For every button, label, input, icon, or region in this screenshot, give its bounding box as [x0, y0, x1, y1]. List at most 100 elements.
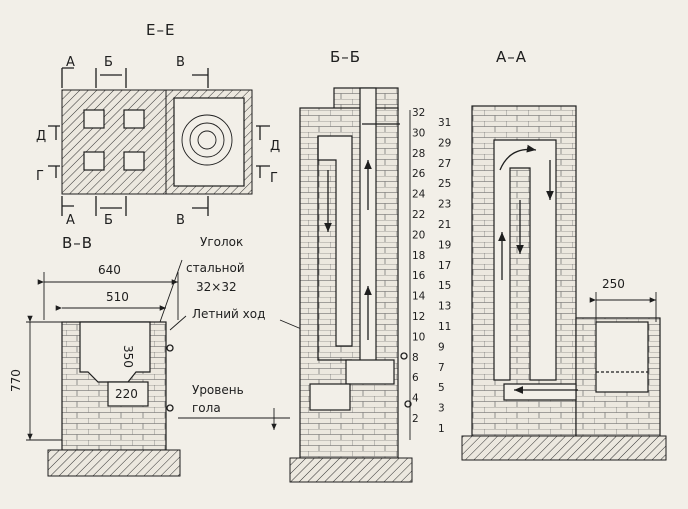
- note-angle-2: стальной: [186, 261, 245, 275]
- course-number-left: 24: [412, 189, 426, 201]
- section-aa: А–А 250: [461, 48, 667, 461]
- course-number-right: 13: [438, 301, 451, 313]
- section-bb: Б–Б 323028262422201816141210864231292725…: [289, 48, 451, 483]
- course-number-right: 19: [438, 239, 451, 251]
- section-aa-title: А–А: [496, 48, 527, 66]
- bb-ash-void: [309, 383, 351, 411]
- dim-total-width: 640: [98, 263, 121, 277]
- aa-channels: [493, 139, 557, 381]
- course-number-right: 7: [438, 362, 445, 374]
- course-number-left: 4: [412, 393, 419, 405]
- dim-ash-width: 220: [115, 387, 138, 401]
- plan-chimney-block: [61, 89, 167, 195]
- cut-label-a: А: [66, 213, 75, 228]
- course-number-right: 15: [438, 280, 451, 292]
- door-knob: [166, 344, 174, 352]
- cut-mark-g-right: [256, 165, 270, 178]
- cut-mark-d-right: [256, 125, 270, 140]
- leader-angle: [159, 259, 183, 323]
- cut-mark-d-left: [48, 125, 60, 140]
- cut-mark-a-top: [61, 67, 74, 88]
- cut-mark-b-top: [95, 68, 127, 88]
- section-vv: В–В 640 510 220 350 770: [9, 234, 181, 477]
- cut-label-a: А: [66, 55, 75, 70]
- course-number-right: 17: [438, 260, 451, 272]
- course-number-right: 23: [438, 199, 451, 211]
- door-knob: [404, 400, 412, 408]
- course-number-right: 21: [438, 219, 451, 231]
- dim-inner-width: 510: [106, 290, 129, 304]
- dim-firebox-height: 350: [121, 345, 135, 368]
- course-number-left: 6: [412, 372, 419, 384]
- cut-label-g: Г: [270, 171, 278, 186]
- plan-channel: [123, 151, 145, 171]
- ash-pit-void: [107, 381, 149, 407]
- course-number-right: 25: [438, 178, 451, 190]
- cut-label-g: Г: [36, 169, 44, 184]
- course-number-left: 30: [412, 127, 425, 139]
- course-number-left: 2: [412, 413, 419, 425]
- course-number-right: 27: [438, 158, 451, 170]
- plan-channel: [123, 109, 145, 129]
- note-angle-1: Уголок: [200, 235, 243, 249]
- burner-ring-inner: [197, 130, 217, 150]
- course-number-right: 29: [438, 137, 451, 149]
- cut-label-b: Б: [104, 55, 113, 70]
- plan-cooktop-plate: [173, 97, 245, 187]
- course-number-right: 3: [438, 403, 445, 415]
- plan-title: Е–Е: [146, 21, 175, 39]
- aa-flow-top: [499, 144, 537, 171]
- door-knob: [166, 404, 174, 412]
- cut-label-v: В: [176, 55, 185, 70]
- course-number-left: 20: [412, 229, 425, 241]
- cut-label-d: Д: [36, 129, 46, 144]
- burner-ring-outer: [181, 114, 233, 166]
- note-summer-flue: Летний ход: [192, 307, 265, 321]
- cut-mark-b-bottom: [95, 196, 127, 216]
- bb-summer-flue: [345, 359, 395, 385]
- door-knob: [400, 352, 408, 360]
- course-number-left: 26: [412, 168, 426, 180]
- dim-height-ext: [26, 321, 62, 441]
- aa-bottom-flue: [503, 383, 577, 401]
- course-number-left: 8: [412, 352, 419, 364]
- plan-view: Е–Е А Б В А Б В Д Г Д Г: [36, 21, 280, 228]
- course-number-right: 31: [438, 117, 451, 129]
- course-number-left: 14: [412, 291, 426, 303]
- course-number-right: 5: [438, 382, 445, 394]
- plan-channel: [83, 109, 105, 129]
- aa-oven-void: [595, 321, 649, 393]
- section-bb-title: Б–Б: [330, 48, 361, 66]
- section-vv-title: В–В: [62, 234, 93, 252]
- cut-mark-v-bottom: [192, 196, 209, 216]
- course-number-left: 22: [412, 209, 425, 221]
- bb-channel-edge: [317, 136, 352, 361]
- dim-hearth-width: 250: [602, 277, 625, 291]
- course-number-left: 28: [412, 148, 425, 160]
- note-floor-2: гола: [192, 401, 221, 415]
- dim-ext-lines: [43, 272, 179, 320]
- note-floor-1: Уровень: [192, 383, 244, 397]
- course-number-left: 12: [412, 311, 425, 323]
- burner-ring-middle: [189, 122, 225, 158]
- plan-channel: [83, 151, 105, 171]
- cut-mark-a-bottom: [61, 196, 74, 216]
- cut-label-v: В: [176, 213, 185, 228]
- course-number-left: 10: [412, 331, 425, 343]
- foundation-vv: [47, 449, 181, 477]
- course-numbers: 3230282624222018161412108642312927252321…: [412, 107, 451, 435]
- cut-label-d: Д: [270, 139, 280, 154]
- course-number-left: 32: [412, 107, 425, 119]
- course-number-right: 9: [438, 341, 445, 353]
- foundation-aa: [461, 435, 667, 461]
- foundation-bb: [289, 457, 413, 483]
- cut-label-b: Б: [104, 213, 113, 228]
- cut-mark-g-left: [48, 165, 60, 178]
- dim-hearth-ext: [595, 292, 657, 322]
- cut-mark-v-top: [192, 68, 209, 88]
- dim-height: 770: [9, 369, 23, 392]
- course-number-left: 16: [412, 270, 426, 282]
- note-angle-3: 32×32: [196, 280, 237, 294]
